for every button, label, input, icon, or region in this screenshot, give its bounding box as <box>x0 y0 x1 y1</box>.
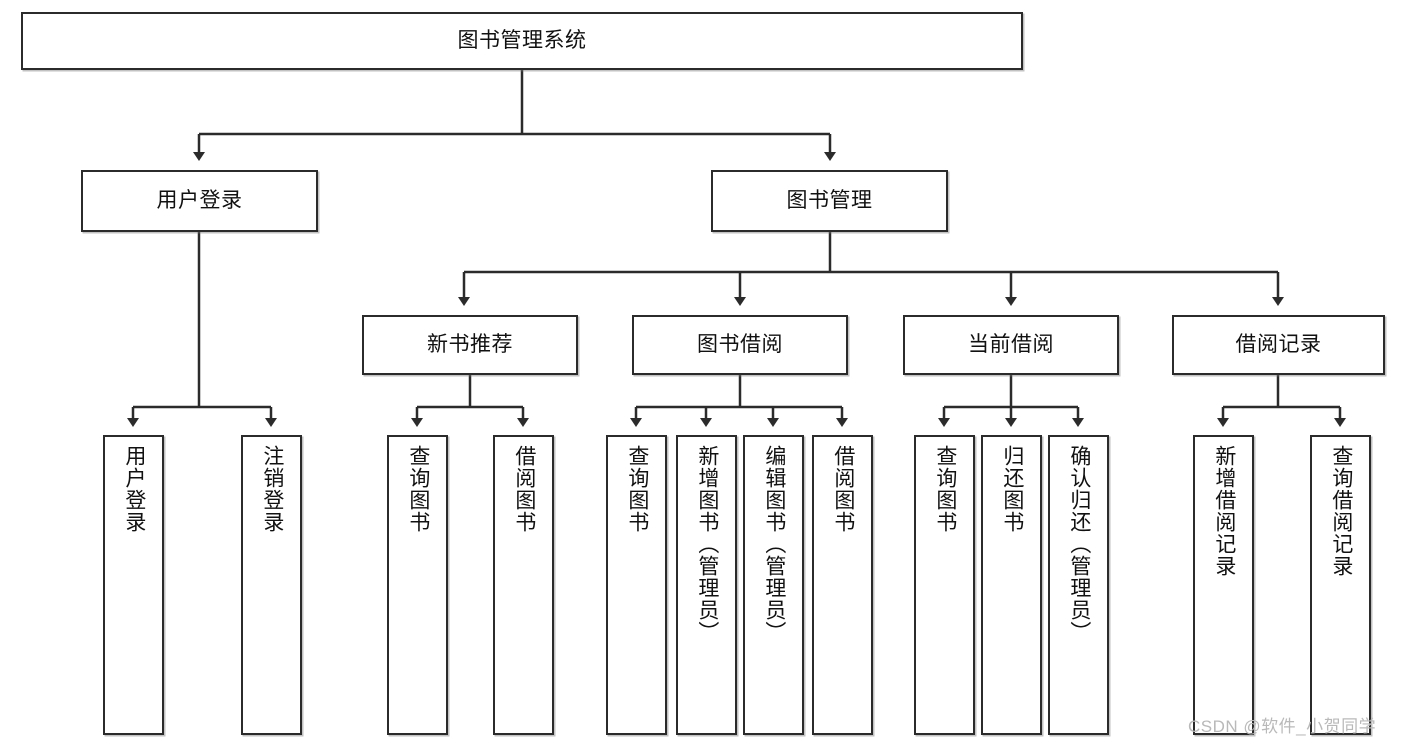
leaf-user-login-logout[interactable]: 注销登录 <box>241 435 302 735</box>
node-current-borrow[interactable]: 当前借阅 <box>903 315 1119 375</box>
node-label: 用户登录 <box>156 189 243 213</box>
node-root-book-management-system[interactable]: 图书管理系统 <box>21 12 1023 70</box>
node-label: 查询图书 <box>933 445 957 533</box>
node-label: 注销登录 <box>260 445 284 533</box>
leaf-borrow-record-add-record[interactable]: 新增借阅记录 <box>1193 435 1254 735</box>
leaf-book-borrow-edit-book-admin[interactable]: 编辑图书（管理员） <box>743 435 804 735</box>
node-label: 图书借阅 <box>697 333 783 357</box>
node-label: 当前借阅 <box>968 333 1054 357</box>
node-book-management[interactable]: 图书管理 <box>711 170 948 232</box>
node-label: 查询图书 <box>625 445 649 533</box>
node-label: 新增图书（管理员） <box>695 445 719 643</box>
leaf-user-login-login[interactable]: 用户登录 <box>103 435 164 735</box>
node-label: 编辑图书（管理员） <box>762 445 786 643</box>
leaf-book-borrow-borrow-book[interactable]: 借阅图书 <box>812 435 873 735</box>
node-label: 图书管理 <box>786 189 873 213</box>
node-book-borrow[interactable]: 图书借阅 <box>632 315 848 375</box>
node-label: 新增借阅记录 <box>1212 445 1236 577</box>
leaf-borrow-record-query-record[interactable]: 查询借阅记录 <box>1310 435 1371 735</box>
node-label: 归还图书 <box>1000 445 1024 533</box>
node-label: 查询借阅记录 <box>1329 445 1353 577</box>
leaf-book-borrow-add-book-admin[interactable]: 新增图书（管理员） <box>676 435 737 735</box>
leaf-current-borrow-return-book[interactable]: 归还图书 <box>981 435 1042 735</box>
node-label: 图书管理系统 <box>457 29 587 53</box>
csdn-watermark: CSDN @软件_小贺同学 <box>1188 717 1377 736</box>
node-label: 查询图书 <box>406 445 430 533</box>
node-borrow-record[interactable]: 借阅记录 <box>1172 315 1385 375</box>
node-label: 用户登录 <box>122 445 146 533</box>
leaf-book-borrow-query-book[interactable]: 查询图书 <box>606 435 667 735</box>
node-user-login[interactable]: 用户登录 <box>81 170 318 232</box>
leaf-current-borrow-query-book[interactable]: 查询图书 <box>914 435 975 735</box>
node-label: 确认归还（管理员） <box>1067 445 1091 643</box>
node-label: 借阅图书 <box>512 445 536 533</box>
node-label: 借阅图书 <box>831 445 855 533</box>
leaf-new-book-borrow-book[interactable]: 借阅图书 <box>493 435 554 735</box>
node-new-book-recommend[interactable]: 新书推荐 <box>362 315 578 375</box>
leaf-new-book-query-book[interactable]: 查询图书 <box>387 435 448 735</box>
leaf-current-borrow-confirm-return-admin[interactable]: 确认归还（管理员） <box>1048 435 1109 735</box>
node-label: 新书推荐 <box>427 333 513 357</box>
node-label: 借阅记录 <box>1235 333 1322 357</box>
